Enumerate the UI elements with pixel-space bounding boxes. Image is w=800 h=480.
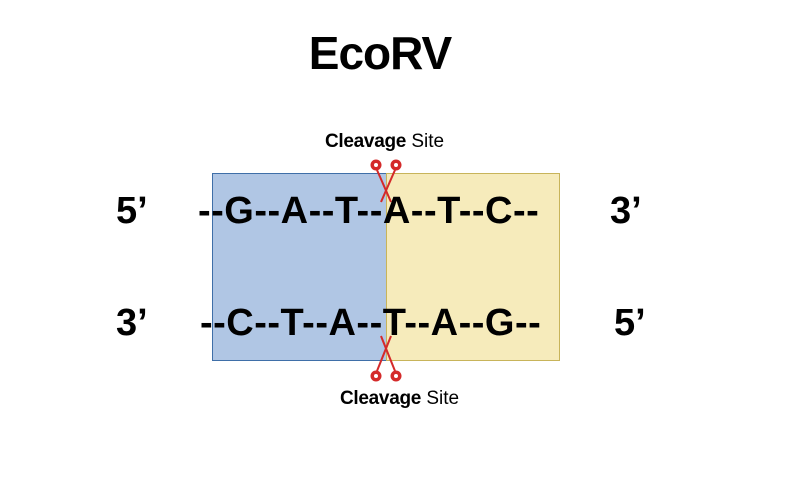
cleavage-site-label-bottom: Cleavage Site	[340, 388, 459, 410]
top-strand-sequence: --G--A--T--A--T--C--	[198, 190, 540, 232]
scissors-icon	[370, 335, 402, 382]
bottom-strand-3prime-label: 3’	[116, 302, 148, 344]
bottom-strand-5prime-label: 5’	[614, 302, 646, 344]
left-recognition-box	[212, 173, 387, 361]
cleavage-site-label-top: Cleavage Site	[325, 131, 444, 153]
diagram-title: EcoRV	[308, 27, 452, 79]
top-strand-5prime-label: 5’	[116, 190, 148, 232]
right-recognition-box	[386, 173, 560, 361]
site-word: Site	[406, 131, 445, 152]
top-strand-3prime-label: 3’	[610, 190, 642, 232]
bottom-strand-sequence: --C--T--A--T--A--G--	[200, 302, 542, 344]
site-word: Site	[421, 388, 460, 409]
scissors-icon	[370, 159, 402, 203]
cleavage-word: Cleavage	[325, 131, 407, 152]
cleavage-word: Cleavage	[340, 388, 422, 409]
